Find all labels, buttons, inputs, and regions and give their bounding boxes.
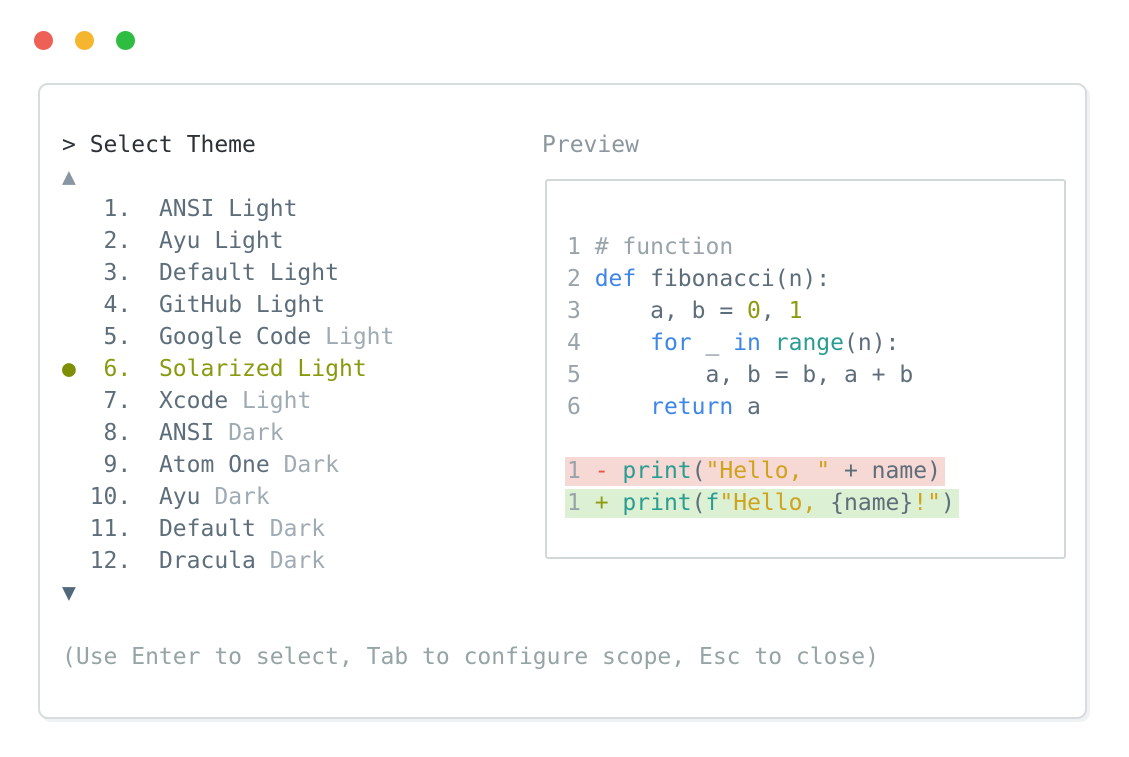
theme-number: 7. [89, 388, 159, 414]
code-line: 3 a, b = 0, 1 [567, 298, 803, 324]
theme-variant: Dark [269, 452, 339, 478]
theme-number: 2. [89, 228, 159, 254]
maximize-button[interactable] [116, 31, 135, 50]
theme-number: 12. [89, 548, 159, 574]
theme-name: Atom One [158, 452, 270, 478]
theme-name: GitHub Light [158, 292, 326, 318]
theme-option-3[interactable]: 3. Default Light [62, 257, 879, 289]
theme-option-4[interactable]: 4. GitHub Light [62, 289, 879, 321]
close-button[interactable] [34, 31, 53, 50]
theme-option-12[interactable]: 12. Dracula Dark [62, 545, 879, 577]
theme-variant: Light [311, 324, 395, 350]
theme-option-8[interactable]: 8. ANSI Dark [62, 417, 879, 449]
theme-name: Xcode [158, 388, 229, 414]
bullet-spacer [62, 260, 90, 286]
theme-name: Ayu [158, 484, 201, 510]
bullet-spacer [62, 388, 90, 414]
theme-number: 11. [89, 516, 159, 542]
bullet-spacer [62, 516, 90, 542]
theme-list-column: > Select Theme ▲ 1. ANSI Light 2. Ayu Lig… [62, 129, 879, 673]
prompt: > Select Theme [62, 132, 256, 158]
theme-option-5[interactable]: 5. Google Code Light [62, 321, 879, 353]
theme-option-6[interactable]: ● 6. Solarized Light [62, 353, 879, 385]
preview-box: 1 # function 2 def fibonacci(n): 3 a, b = … [545, 179, 1066, 559]
bullet-spacer [62, 292, 90, 318]
theme-name: Solarized Light [158, 356, 367, 382]
code-line: 1 # function [567, 234, 734, 260]
bullet-spacer [62, 196, 90, 222]
minimize-button[interactable] [75, 31, 94, 50]
theme-number: 8. [89, 420, 159, 446]
theme-name: Dracula [158, 548, 256, 574]
code-line: 1 + print(f"Hello, {name}!") [565, 487, 959, 519]
theme-name: Ayu Light [158, 228, 284, 254]
code-line: 4 for _ in range(n): [567, 330, 900, 356]
theme-variant: Dark [214, 420, 284, 446]
spacer [62, 609, 879, 641]
keyboard-hint: (Use Enter to select, Tab to configure s… [62, 644, 879, 670]
code-line: 5 a, b = b, a + b [567, 362, 914, 388]
theme-option-7[interactable]: 7. Xcode Light [62, 385, 879, 417]
theme-number: 6. [89, 356, 159, 382]
theme-name: Default [158, 516, 256, 542]
bullet-spacer [62, 484, 90, 510]
theme-number: 5. [89, 324, 159, 350]
theme-name: ANSI Light [158, 196, 298, 222]
preview-label: Preview [542, 132, 639, 158]
theme-variant: Dark [255, 516, 326, 542]
bullet-spacer [62, 548, 90, 574]
theme-option-1[interactable]: 1. ANSI Light [62, 193, 879, 225]
theme-number: 3. [89, 260, 159, 286]
code-line: 2 def fibonacci(n): [567, 266, 831, 292]
theme-number: 10. [89, 484, 159, 510]
scroll-down-icon[interactable]: ▼ [62, 580, 76, 606]
code-preview: 1 # function 2 def fibonacci(n): 3 a, b = … [565, 231, 959, 519]
scroll-up-icon[interactable]: ▲ [62, 164, 76, 190]
theme-variant: Dark [255, 548, 326, 574]
theme-name: ANSI [158, 420, 215, 446]
theme-picker-panel: > Select Theme ▲ 1. ANSI Light 2. Ayu Lig… [38, 83, 1087, 719]
theme-option-2[interactable]: 2. Ayu Light [62, 225, 879, 257]
theme-variant: Dark [200, 484, 270, 510]
theme-option-11[interactable]: 11. Default Dark [62, 513, 879, 545]
theme-option-9[interactable]: 9. Atom One Dark [62, 449, 879, 481]
bullet-spacer [62, 324, 90, 350]
diff-removed-line: 1 - print("Hello, " + name) [565, 457, 945, 486]
theme-number: 4. [89, 292, 159, 318]
window-controls [34, 31, 135, 50]
theme-option-10[interactable]: 10. Ayu Dark [62, 481, 879, 513]
selected-bullet-icon: ● [62, 356, 90, 382]
bullet-spacer [62, 452, 90, 478]
code-line [567, 423, 959, 455]
theme-name: Default Light [158, 260, 339, 286]
theme-number: 1. [89, 196, 159, 222]
theme-name: Google Code [158, 324, 312, 350]
bullet-spacer [62, 420, 90, 446]
theme-number: 9. [89, 452, 159, 478]
theme-variant: Light [228, 388, 312, 414]
bullet-spacer [62, 228, 90, 254]
code-line: 1 - print("Hello, " + name) [565, 455, 959, 487]
diff-added-line: 1 + print(f"Hello, {name}!") [565, 489, 959, 518]
code-line: 6 return a [567, 394, 761, 420]
